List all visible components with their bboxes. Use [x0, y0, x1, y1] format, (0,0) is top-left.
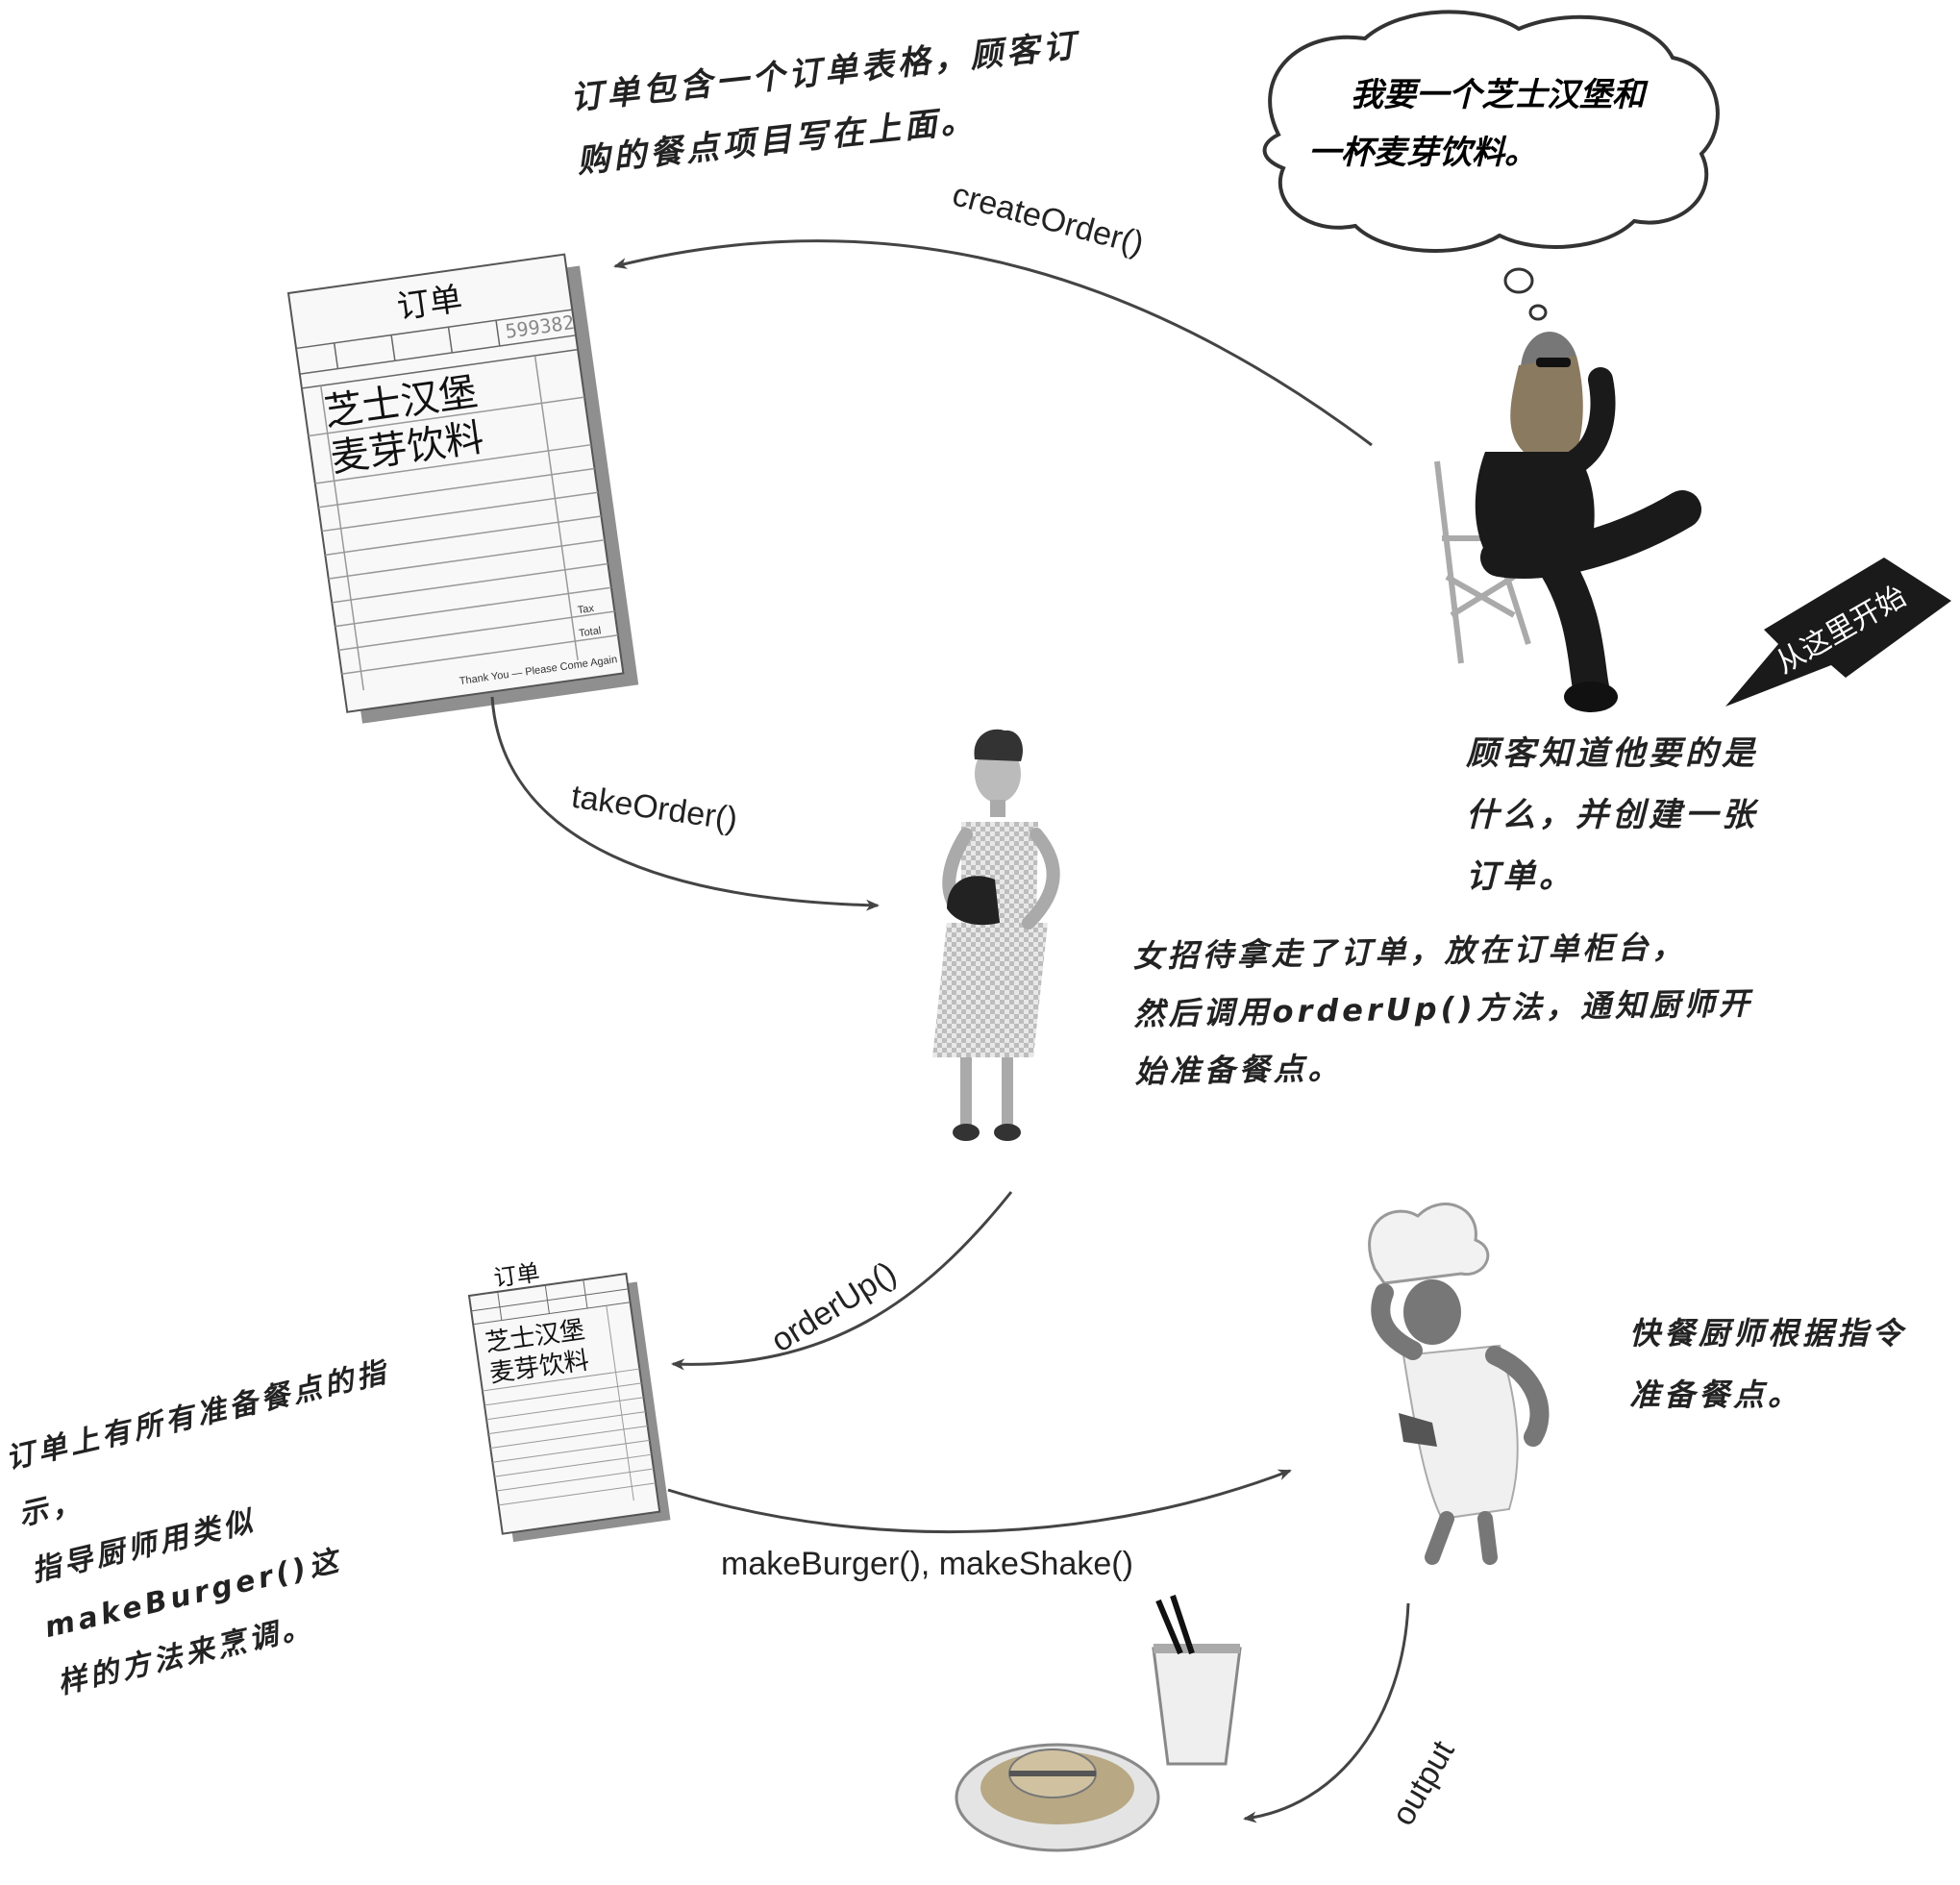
- speech-bubble: 我要一个芝士汉堡和 一杯麦芽饮料。: [1262, 10, 1720, 321]
- label-create-order: createOrder(): [949, 176, 1148, 262]
- customer-note-line-2: 什么，并创建一张: [1466, 796, 1758, 834]
- speech-line-2: 一杯麦芽饮料。: [1308, 134, 1537, 172]
- thought-bubble-dot: [1503, 267, 1534, 294]
- arrow-create-order: [613, 239, 1373, 447]
- waitress-note-line-3: 始准备餐点。: [1134, 1050, 1343, 1090]
- arrow-make-burger: [667, 1469, 1292, 1534]
- food-plate: [955, 1595, 1242, 1852]
- order-slip-tax: Tax: [577, 603, 595, 616]
- start-here-arrow: 从这里开始: [1725, 558, 1951, 707]
- thought-bubble-dot: [1528, 304, 1548, 321]
- label-order-up: orderUp(): [765, 1254, 904, 1359]
- customer-note: 顾客知道他要的是 什么，并创建一张 订单。: [1466, 723, 1812, 907]
- label-take-order: takeOrder(): [569, 779, 739, 838]
- waitress-figure: [932, 729, 1060, 1141]
- label-make-burger-shake: makeBurger(), makeShake(): [721, 1546, 1133, 1582]
- cook-note: 快餐厨师根据指令 准备餐点。: [1629, 1302, 1947, 1426]
- customer-note-line-1: 顾客知道他要的是: [1466, 734, 1758, 773]
- label-output: output: [1384, 1734, 1461, 1831]
- cook-note-line-1: 快餐厨师根据指令: [1629, 1315, 1907, 1352]
- order-slip-title: 订单: [394, 280, 464, 327]
- customer-figure: [1434, 332, 1701, 712]
- cook-note-line-2: 准备餐点。: [1629, 1377, 1803, 1413]
- order-slip-total: Total: [578, 625, 602, 639]
- speech-line-1: 我要一个芝士汉堡和: [1351, 76, 1649, 114]
- order-slip-small: 订单 芝士汉堡 麦芽饮料: [467, 1259, 671, 1543]
- waitress-note: 女招待拿走了订单，放在订单柜台， 然后调用orderUp()方法，通知厨师开 始…: [1132, 916, 1808, 1101]
- arrow-order-up: [671, 1191, 1013, 1371]
- cook-figure: [1368, 1203, 1550, 1565]
- order-slip-large: 订单 599382 芝士汉堡 麦芽饮料 Tax Total Thank You …: [286, 253, 639, 724]
- customer-note-line-3: 订单。: [1466, 857, 1575, 896]
- waitress-note-line-2: 然后调用orderUp()方法，通知厨师开: [1133, 984, 1754, 1032]
- arrow-output: [1243, 1602, 1410, 1823]
- small-slip-title: 订单: [492, 1259, 541, 1292]
- arrow-take-order: [490, 696, 880, 911]
